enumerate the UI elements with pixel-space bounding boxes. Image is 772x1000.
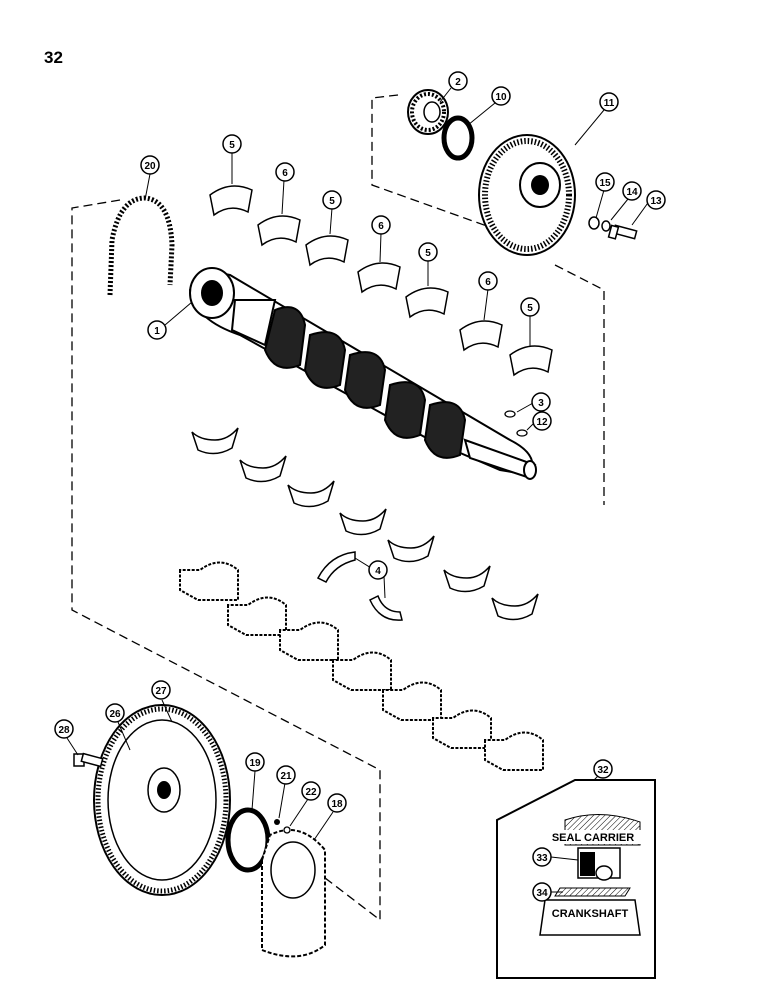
thrust-washers-part <box>316 551 403 621</box>
washer-part <box>588 216 600 230</box>
main-bearing-caps <box>179 561 544 771</box>
svg-text:1: 1 <box>154 326 160 337</box>
callout-6a: 6 <box>275 162 295 182</box>
svg-text:6: 6 <box>282 168 288 179</box>
damper-bolt-part <box>607 224 638 240</box>
seal-detail-inset: SEAL CARRIER CRANKSHAFT <box>496 779 656 979</box>
callout-10: 10 <box>491 86 511 106</box>
dashed-outline-main <box>71 199 605 922</box>
svg-text:26: 26 <box>109 709 121 720</box>
callout-18: 18 <box>327 793 347 813</box>
callout-6b: 6 <box>371 215 391 235</box>
svg-text:22: 22 <box>305 787 317 798</box>
rear-gasket-part <box>107 195 175 296</box>
svg-text:5: 5 <box>229 140 235 151</box>
callout-1: 1 <box>147 320 167 340</box>
vibration-damper-part <box>478 134 576 256</box>
svg-text:19: 19 <box>249 758 261 769</box>
callout-4: 4 <box>368 560 388 580</box>
callout-27: 27 <box>151 680 171 700</box>
callout-6c: 6 <box>478 271 498 291</box>
callout-26: 26 <box>105 703 125 723</box>
seal-carrier-label: SEAL CARRIER <box>552 832 634 844</box>
svg-text:12: 12 <box>536 417 548 428</box>
callout-3: 3 <box>531 392 551 412</box>
svg-text:13: 13 <box>650 196 662 207</box>
svg-text:33: 33 <box>536 853 548 864</box>
svg-text:27: 27 <box>155 686 167 697</box>
lock-washer-small-part <box>283 826 291 834</box>
callout-28: 28 <box>54 719 74 739</box>
callout-19: 19 <box>245 752 265 772</box>
callout-5c: 5 <box>418 242 438 262</box>
svg-text:5: 5 <box>329 196 335 207</box>
flywheel-bolt-part <box>73 752 104 768</box>
svg-text:20: 20 <box>144 161 156 172</box>
callout-5b: 5 <box>322 190 342 210</box>
callout-2: 2 <box>448 71 468 91</box>
svg-text:18: 18 <box>331 799 343 810</box>
callout-14: 14 <box>622 181 642 201</box>
svg-text:5: 5 <box>425 248 431 259</box>
svg-text:32: 32 <box>597 765 609 776</box>
callout-21: 21 <box>276 765 296 785</box>
key-3-part <box>504 410 516 418</box>
callout-32: 32 <box>593 759 613 779</box>
svg-text:11: 11 <box>604 98 615 109</box>
svg-text:3: 3 <box>538 398 544 409</box>
callout-34: 34 <box>532 882 552 902</box>
svg-text:2: 2 <box>455 77 461 88</box>
callout-22: 22 <box>301 781 321 801</box>
callout-13: 13 <box>646 190 666 210</box>
svg-text:5: 5 <box>527 303 533 314</box>
callout-11: 11 <box>599 92 619 112</box>
seal-carrier-part <box>261 829 326 958</box>
crankshaft-label: CRANKSHAFT <box>552 908 629 920</box>
page-number: 32 <box>44 48 63 67</box>
front-seal-part <box>441 115 475 161</box>
callout-5d: 5 <box>520 297 540 317</box>
lower-bearing-inserts <box>191 427 539 621</box>
lock-washer-part <box>601 220 611 232</box>
svg-text:21: 21 <box>280 771 292 782</box>
svg-text:15: 15 <box>599 178 611 189</box>
svg-text:10: 10 <box>495 92 507 103</box>
svg-text:6: 6 <box>378 221 384 232</box>
leader-lines <box>66 87 651 893</box>
svg-text:28: 28 <box>58 725 70 736</box>
callout-12: 12 <box>532 411 552 431</box>
key-12-part <box>516 429 528 437</box>
callout-20: 20 <box>140 155 160 175</box>
callout-33: 33 <box>532 847 552 867</box>
crankshaft-part <box>188 267 537 480</box>
svg-text:4: 4 <box>375 566 381 577</box>
callout-15: 15 <box>595 172 615 192</box>
callout-5a: 5 <box>222 134 242 154</box>
svg-text:34: 34 <box>536 888 548 899</box>
crankshaft-gear-part <box>407 89 449 135</box>
flywheel-part <box>93 704 231 896</box>
svg-text:14: 14 <box>626 187 638 198</box>
svg-text:6: 6 <box>485 277 491 288</box>
upper-bearing-inserts <box>209 185 553 377</box>
cap-screw-part <box>274 819 280 825</box>
